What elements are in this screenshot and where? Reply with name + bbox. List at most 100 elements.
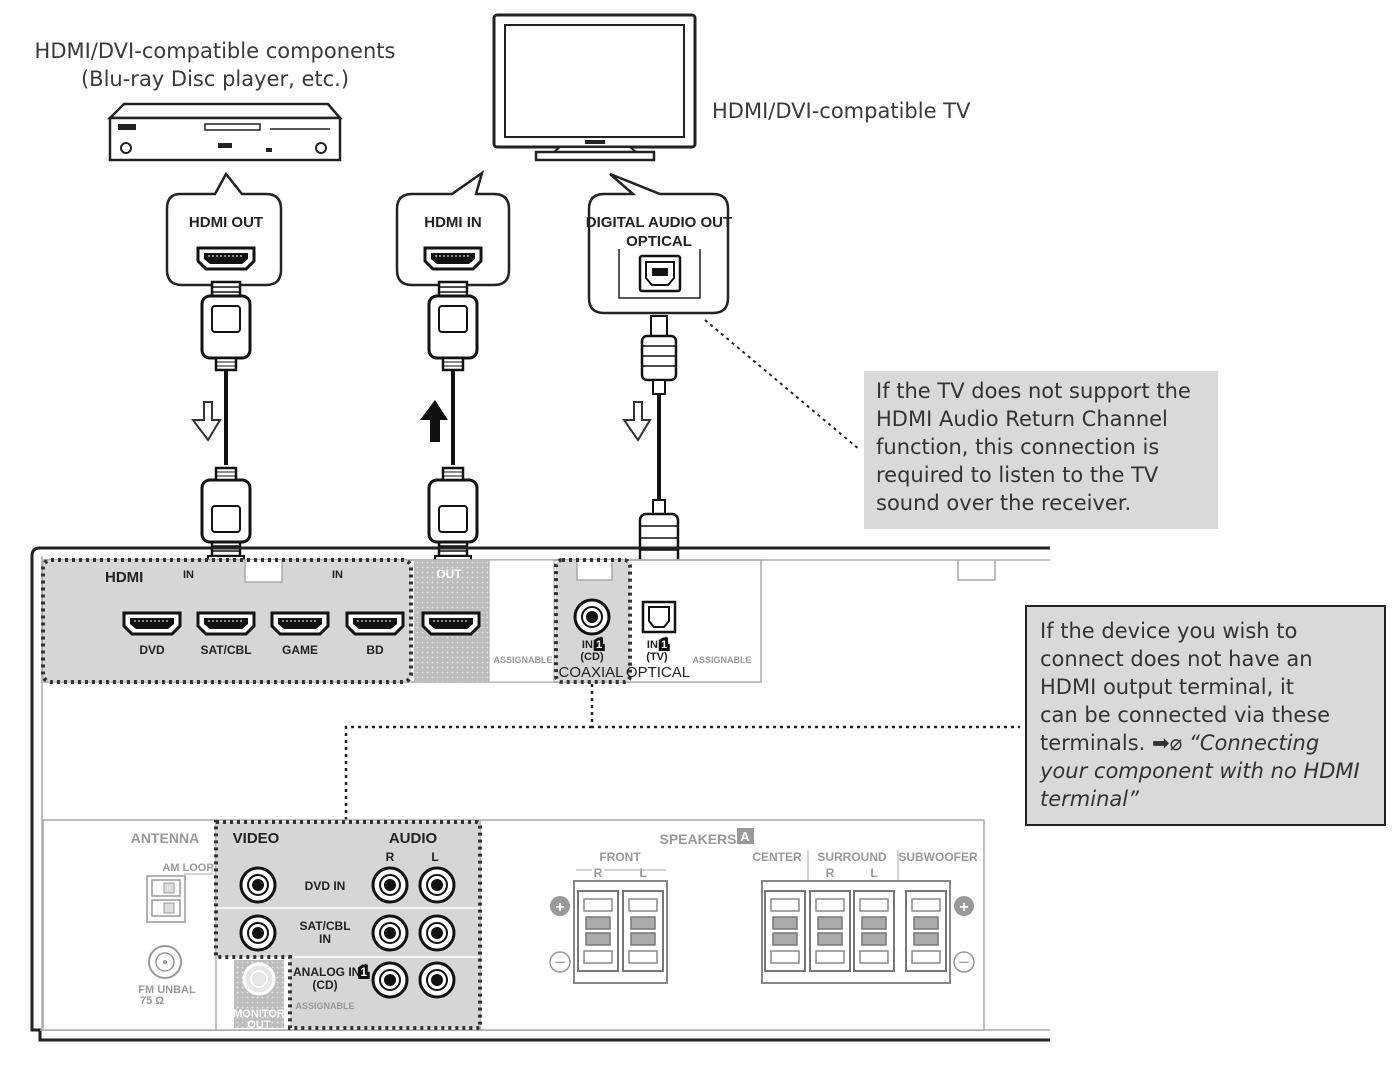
bluray-player-icon: [106, 102, 343, 162]
audio-r-label: R: [386, 850, 395, 864]
center-label: CENTER: [752, 850, 802, 864]
audio-analog-l-jack[interactable]: [418, 961, 456, 999]
optical-jack[interactable]: [641, 600, 677, 634]
optical-label: OPTICAL: [626, 664, 690, 681]
dvd-in-label: DVD IN: [305, 879, 346, 893]
callout-optical-label: OPTICAL: [626, 233, 692, 250]
callout-digital-audio-out: DIGITAL AUDIO OUT OPTICAL: [586, 172, 732, 315]
video-satcbl-jack[interactable]: [239, 914, 277, 952]
fm-antenna-jack[interactable]: [148, 945, 182, 979]
satcbl-in-label: IN: [319, 932, 331, 946]
note-no-hdmi: If the device you wish to connect does n…: [1025, 605, 1386, 826]
rca-jack-icon: [573, 598, 611, 636]
optical-input-zone: IN 1 (TV) OPTICAL ASSIGNABLE: [626, 600, 752, 681]
audio-satcbl-r-jack[interactable]: [371, 914, 409, 952]
callout-hdmi-in-label: HDMI IN: [424, 214, 482, 231]
note-arc-line: If the TV does not support the: [876, 379, 1191, 403]
surround-l-label: L: [870, 866, 877, 880]
leader-line-nohdmi: [344, 684, 1020, 820]
am-loop-terminal[interactable]: [146, 875, 186, 923]
hdmi-input-bd-label: BD: [366, 643, 384, 657]
coaxial-in-label: IN 1: [582, 639, 602, 651]
hdmi-input-dvd-label: DVD: [139, 643, 165, 657]
front-l-label: L: [639, 866, 646, 880]
leader-line-arc: [704, 319, 861, 451]
callout-digital-audio-out-label: DIGITAL AUDIO OUT: [586, 214, 732, 231]
audio-dvd-l-jack[interactable]: [418, 866, 456, 904]
note-no-hdmi-line: terminals.: [1040, 731, 1146, 755]
note-arc-line: required to listen to the TV: [876, 463, 1159, 487]
audio-dvd-r-jack[interactable]: [371, 866, 409, 904]
coaxial-input-zone: IN 1 (CD) COAXIAL: [554, 558, 632, 684]
hdmi-output-zone: OUT: [414, 560, 489, 682]
video-dvd-jack[interactable]: [239, 866, 277, 904]
hdmi-input-game[interactable]: GAME: [270, 611, 330, 657]
speakers-section: SPEAKERS A FRONT R L CENTER SURROUND R L…: [549, 828, 978, 984]
optical-sub-label: (TV): [646, 651, 668, 663]
hdmi-output-port[interactable]: [421, 611, 481, 636]
svg-text:+: +: [555, 899, 564, 916]
tv-icon: [492, 13, 697, 162]
arrow-down-player-icon: [191, 401, 222, 442]
audio-l-label: L: [431, 850, 438, 864]
front-r-label: R: [594, 866, 603, 880]
antenna-label: ANTENNA: [131, 830, 199, 846]
callout-hdmi-out: HDMI OUT: [165, 171, 283, 287]
note-arc-line: function, this connection is: [876, 435, 1160, 459]
hdmi-port-icon: [345, 611, 405, 636]
hdmi-input-bd[interactable]: BD: [345, 611, 405, 657]
note-no-hdmi-line: If the device you wish to: [1040, 619, 1298, 643]
assignable-label-optical: ASSIGNABLE: [692, 655, 751, 665]
note-no-hdmi-reference-link[interactable]: “Connecting your component with no HDMI …: [1040, 731, 1360, 811]
hdmi-input-satcbl[interactable]: SAT/CBL: [196, 611, 256, 657]
arrow-right-icon: ➡: [1152, 731, 1170, 755]
tv-label: HDMI/DVI-compatible TV: [712, 99, 971, 123]
hdmi-port-icon: [270, 611, 330, 636]
player-label-line2: (Blu-ray Disc player, etc.): [80, 67, 350, 91]
surround-r-label: R: [826, 866, 835, 880]
assignable-label-hdmi: ASSIGNABLE: [493, 655, 552, 665]
assignable-label-analog: ASSIGNABLE: [295, 1001, 354, 1011]
monitor-out-jack[interactable]: [242, 962, 276, 996]
audio-label: AUDIO: [389, 830, 438, 847]
hdmi-panel-label: HDMI: [105, 569, 143, 586]
speaker-terminal-front-l[interactable]: [622, 890, 664, 972]
arrow-up-tv-icon: [420, 400, 448, 442]
speakers-label: SPEAKERS: [659, 831, 736, 847]
satcbl-label: SAT/CBL: [299, 919, 350, 933]
monitor-out-zone: MONITOR OUT: [233, 960, 285, 1031]
coaxial-jack[interactable]: [573, 598, 611, 636]
speaker-terminal-center[interactable]: [764, 890, 806, 972]
audio-satcbl-l-jack[interactable]: [418, 914, 456, 952]
optical-cable: [638, 315, 680, 591]
hdmi-input-dvd[interactable]: DVD: [122, 611, 182, 657]
hdmi-port-icon: [421, 611, 481, 636]
hdmi-input-game-label: GAME: [282, 643, 318, 657]
note-no-hdmi-line: HDMI output terminal, it: [1040, 675, 1295, 699]
am-loop-label: AM LOOP: [162, 862, 213, 874]
speaker-terminal-surround-l[interactable]: [853, 890, 895, 972]
hdmi-in-label-1: IN: [183, 569, 194, 581]
subwoofer-label: SUBWOOFER: [898, 850, 978, 864]
hdmi-out-label: OUT: [436, 567, 462, 581]
hdmi-input-satcbl-label: SAT/CBL: [200, 643, 251, 657]
monitor-out-label: OUT: [247, 1019, 271, 1031]
hdmi-input-zone: HDMI IN IN DVD SAT/CBL GAME BD: [41, 558, 413, 684]
speaker-terminal-surround-r[interactable]: [809, 890, 851, 972]
audio-analog-r-jack[interactable]: [371, 961, 409, 999]
speaker-terminal-subwoofer[interactable]: [905, 890, 947, 972]
plus-icon: +: [954, 896, 974, 916]
optical-port-icon: [638, 254, 682, 293]
video-label: VIDEO: [233, 830, 280, 847]
svg-text:−: −: [958, 953, 971, 971]
hdmi-in-label-2: IN: [332, 569, 343, 581]
analog-input-zone: VIDEO AUDIO R L DVD IN SAT/CBL IN ANALOG…: [214, 820, 482, 1030]
player-label: HDMI/DVI-compatible components (Blu-ray …: [30, 37, 400, 93]
coaxial-label: COAXIAL: [558, 664, 623, 681]
optical-in-label: IN 1: [647, 639, 667, 651]
note-arc-line: sound over the receiver.: [876, 491, 1132, 515]
note-no-hdmi-line: connect does not have an: [1040, 647, 1313, 671]
speakers-a-label: A: [740, 829, 750, 844]
speaker-terminal-front-r[interactable]: [577, 890, 619, 972]
